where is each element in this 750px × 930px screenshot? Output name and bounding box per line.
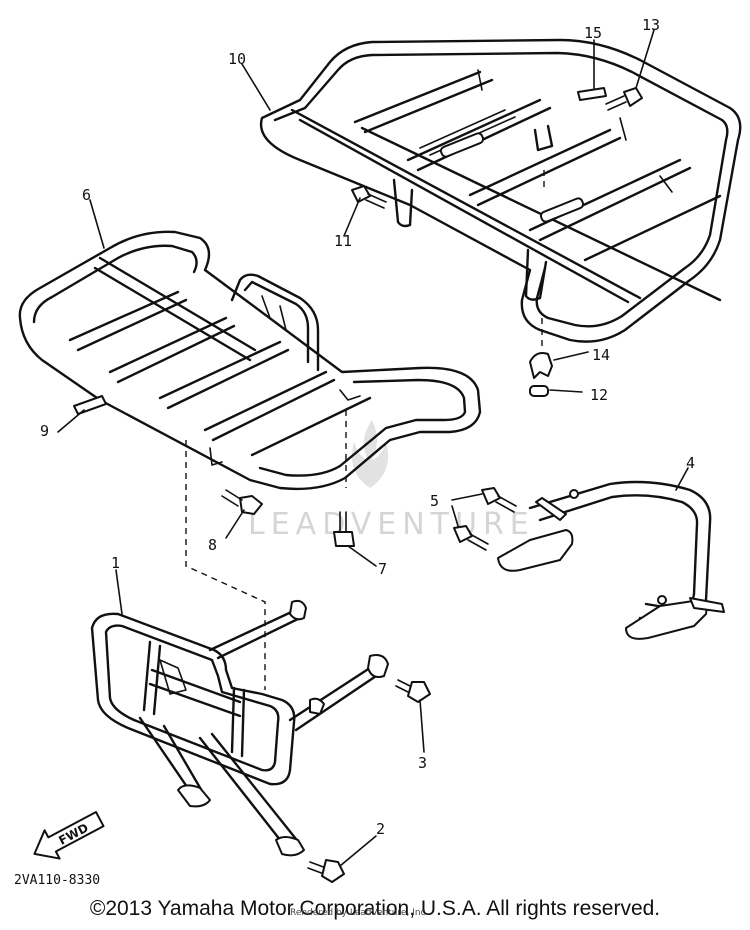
callout-11: 11	[334, 232, 352, 250]
watermark: LEADVENTURE	[248, 420, 535, 542]
bolts-5	[453, 487, 517, 551]
fwd-arrow: FWD	[33, 811, 105, 860]
callout-1: 1	[111, 554, 120, 572]
bolt-2	[307, 859, 345, 883]
bolt-13	[605, 87, 643, 111]
bolt-8	[221, 489, 263, 515]
bolt-3	[395, 679, 431, 703]
callout-8: 8	[208, 536, 217, 554]
collar-12	[529, 385, 549, 397]
callout-10: 10	[228, 50, 246, 68]
bolt-11	[351, 185, 387, 209]
bolt-7	[333, 511, 355, 547]
callout-15: 15	[584, 24, 602, 42]
part-code: 2VA110-8330	[14, 873, 100, 888]
callout-7: 7	[378, 560, 387, 578]
rendered-note: Rendered by LeadVenture, Inc.	[290, 908, 429, 918]
rear-carrier-10	[259, 38, 742, 348]
copyright-notice: ©2013 Yamaha Motor Corporation, U.S.A. A…	[89, 897, 661, 920]
callout-12: 12	[590, 386, 608, 404]
callouts: 1 2 3 4 5 6 7 8 9 10 11 12 13 14 15	[40, 16, 695, 838]
callout-4: 4	[686, 454, 695, 472]
callout-6: 6	[82, 186, 91, 204]
front-carrier-6	[18, 230, 482, 690]
label-9	[73, 395, 107, 415]
front-guard-1	[90, 599, 389, 857]
rear-bar-4	[497, 480, 725, 640]
callout-14: 14	[592, 346, 610, 364]
watermark-text: LEADVENTURE	[248, 507, 535, 542]
callout-3: 3	[418, 754, 427, 772]
leader-lines	[57, 29, 689, 867]
clip-14	[529, 352, 553, 379]
label-15	[577, 87, 607, 101]
callout-2: 2	[376, 820, 385, 838]
callout-5: 5	[430, 492, 439, 510]
callout-9: 9	[40, 422, 49, 440]
callout-13: 13	[642, 16, 660, 34]
